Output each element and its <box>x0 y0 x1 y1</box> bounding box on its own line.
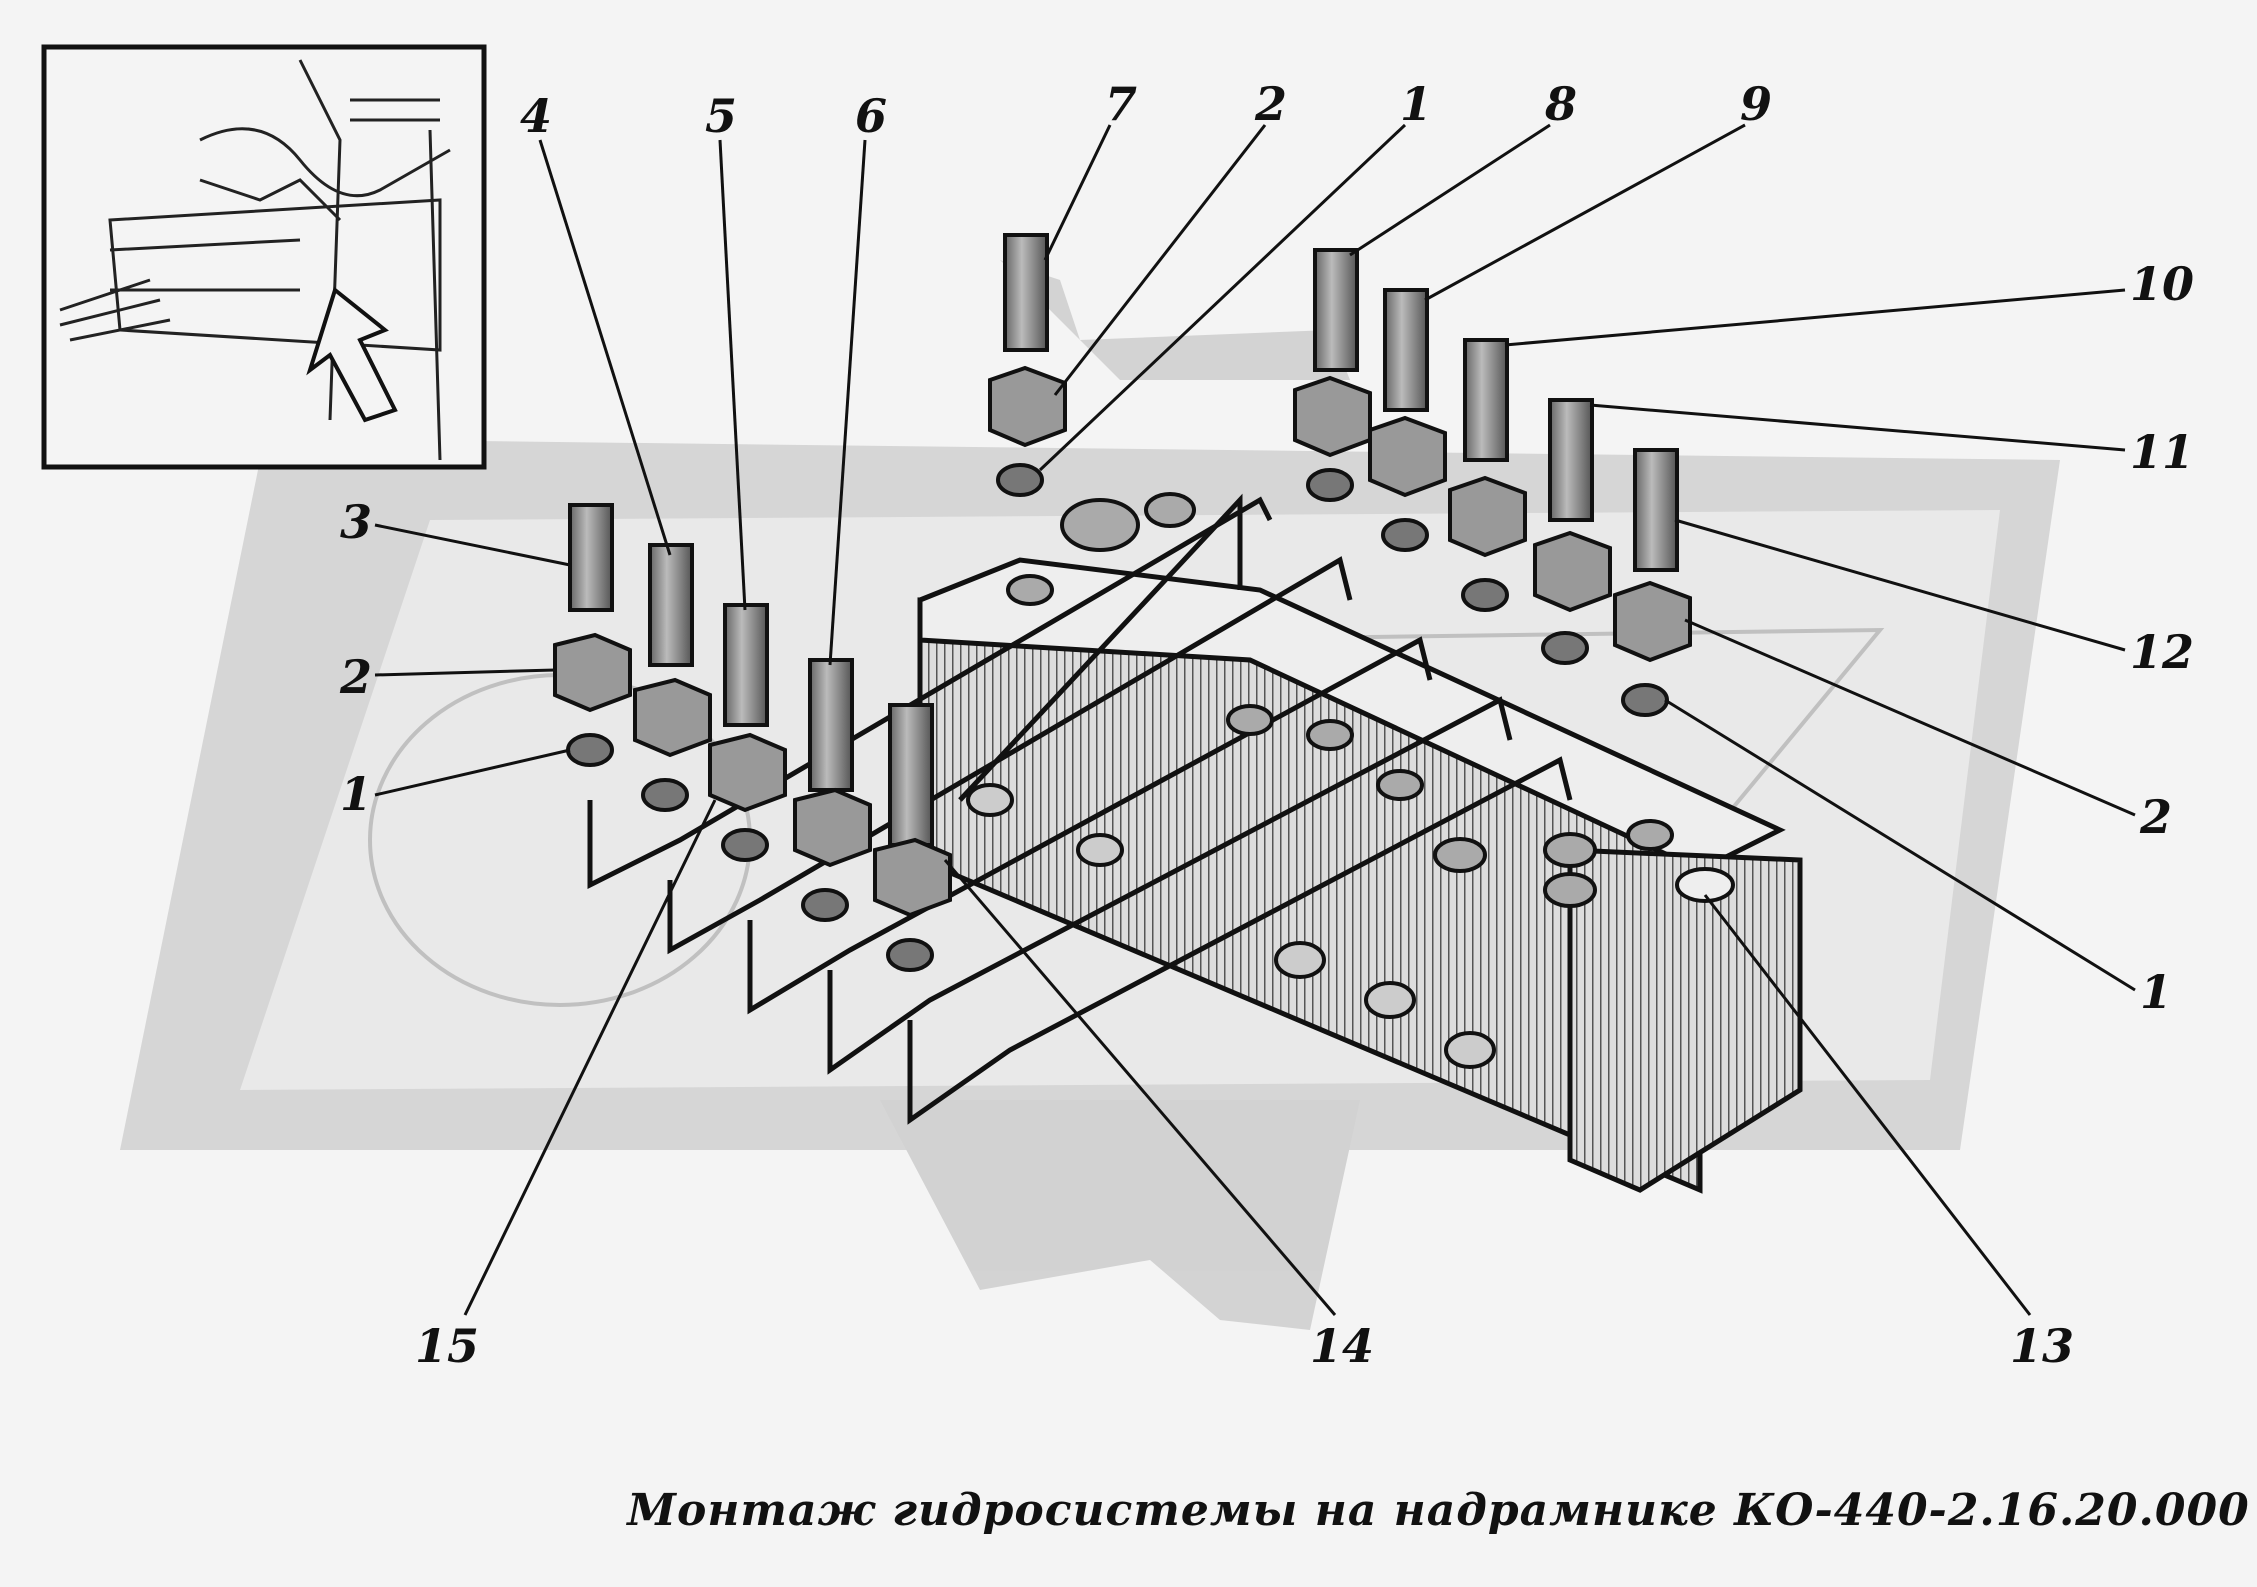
pipe-brackets <box>587 493 1573 1125</box>
callout-labels: 4 5 6 7 2 1 8 9 10 11 12 3 2 1 2 1 15 14… <box>339 77 2194 1373</box>
callout-15: 15 <box>415 1319 479 1373</box>
callout-1-right: 1 <box>2140 965 2172 1019</box>
callout-1-top: 1 <box>1400 77 1432 131</box>
block-fittings <box>1006 492 1674 908</box>
callout-2-right: 2 <box>2139 790 2172 844</box>
arrow-icon <box>306 286 398 423</box>
callout-1-left: 1 <box>340 767 372 821</box>
callout-14: 14 <box>1310 1319 1374 1373</box>
callout-11: 11 <box>2130 425 2194 479</box>
location-inset <box>41 44 487 470</box>
callout-10: 10 <box>2130 257 2194 311</box>
callout-2-top: 2 <box>1254 77 1287 131</box>
callout-8: 8 <box>1544 77 1577 131</box>
leader-lines <box>374 123 2136 1316</box>
callout-13: 13 <box>2010 1319 2074 1373</box>
callout-7: 7 <box>1105 77 1137 131</box>
callout-3: 3 <box>340 495 372 549</box>
callout-12: 12 <box>2130 625 2194 679</box>
callout-6: 6 <box>855 89 887 143</box>
distributor-block <box>917 557 1803 1194</box>
callout-4: 4 <box>520 89 552 143</box>
callout-5: 5 <box>705 89 737 143</box>
callout-9: 9 <box>1740 77 1772 131</box>
callout-2-left: 2 <box>339 650 372 704</box>
tubes-top-group <box>988 233 1692 717</box>
figure-caption: Монтаж гидросистемы на надрамнике КО-440… <box>627 1485 2250 1536</box>
side-eyelets <box>966 783 1496 1069</box>
